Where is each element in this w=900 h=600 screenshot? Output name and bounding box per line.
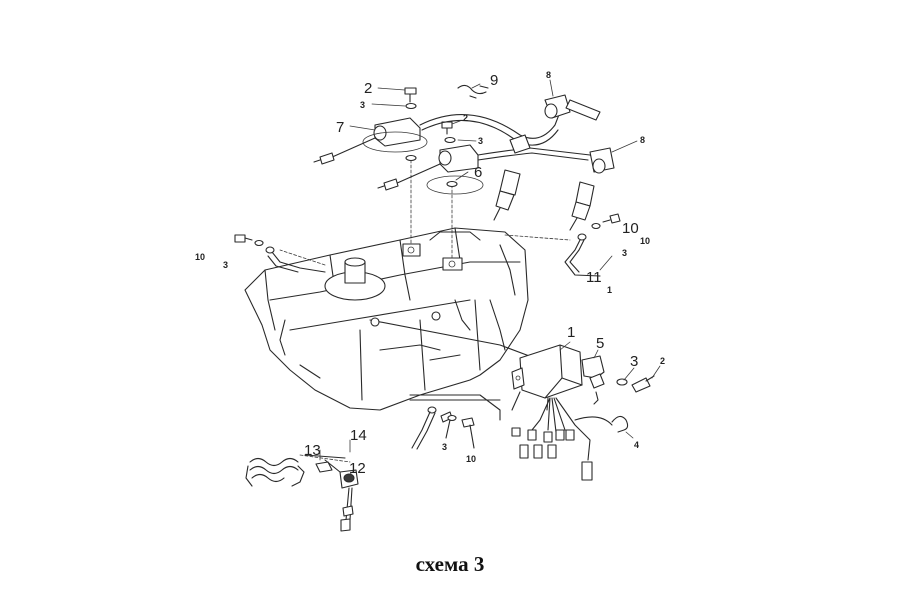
callout-2-c: 2	[660, 356, 665, 366]
callout-1-small: 1	[607, 285, 612, 295]
screws-washers-side	[234, 213, 621, 247]
callout-3-b: 3	[478, 136, 483, 146]
callout-10-a: 10	[622, 220, 639, 237]
callout-3-d: 3	[223, 260, 228, 270]
spark-plugs	[493, 169, 595, 231]
callout-8-top: 8	[546, 70, 551, 80]
cdi-unit	[511, 344, 613, 481]
ground-lead-left	[265, 246, 326, 273]
callout-4: 4	[634, 440, 639, 450]
ht-leads	[419, 84, 615, 174]
ignition-coil-7	[313, 117, 428, 165]
callout-12: 12	[349, 460, 366, 477]
callout-1: 1	[567, 324, 575, 341]
callout-5: 5	[596, 335, 604, 352]
kill-switch-assembly	[245, 454, 359, 532]
callout-10-b: 10	[640, 236, 650, 246]
coil-fasteners	[404, 87, 458, 188]
callout-8-b: 8	[640, 135, 645, 145]
callout-7: 7	[336, 119, 344, 136]
callout-2-top: 2	[364, 80, 372, 97]
assembly-guide-lines	[279, 159, 571, 463]
ground-lead-11	[564, 233, 601, 277]
callout-9: 9	[490, 72, 498, 89]
callout-11: 11	[586, 269, 602, 286]
callout-10-d: 10	[466, 454, 476, 464]
callout-3-e: 3	[630, 353, 638, 370]
diagram-caption: схема 3	[415, 552, 485, 576]
callout-10-c: 10	[195, 252, 205, 262]
callout-2-b: 2	[463, 113, 468, 123]
callout-3-c: 3	[622, 248, 627, 258]
lower-ground-wire	[409, 399, 501, 450]
engine-block	[244, 227, 541, 421]
ignition-coil-6	[377, 144, 484, 195]
leader-lines	[319, 79, 661, 475]
callout-labels: 2 9 8 3 7 2 3 6 8 10 3 10 10 3 11 1 1 5 …	[195, 70, 665, 477]
callout-14: 14	[350, 427, 367, 444]
callout-13: 13	[304, 442, 321, 459]
callout-6: 6	[474, 164, 482, 181]
cdi-bracket-fasteners	[581, 355, 655, 433]
callout-3-a: 3	[360, 100, 365, 110]
callout-3-f: 3	[442, 442, 447, 452]
